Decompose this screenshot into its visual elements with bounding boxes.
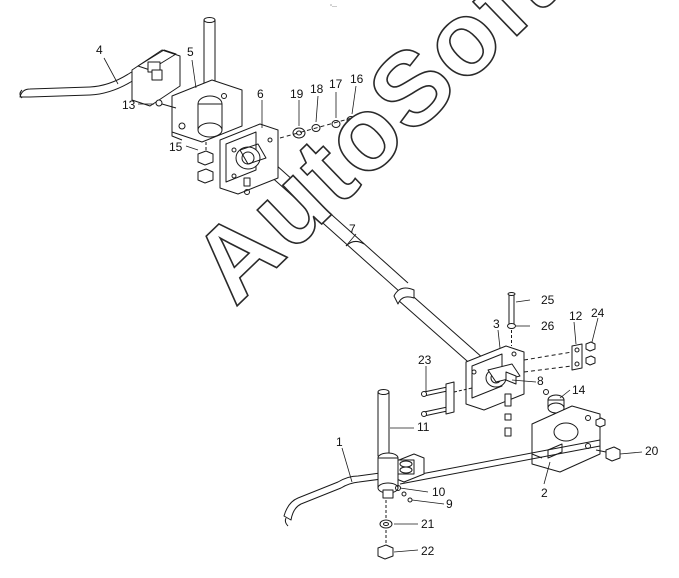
- callout-5: 5: [187, 45, 194, 59]
- lower-bracket-2: [531, 405, 606, 473]
- bolt-13: [155, 99, 177, 109]
- bushing-14: [543, 389, 565, 414]
- fork-8: [505, 371, 517, 385]
- bolt-20: [595, 446, 621, 462]
- callout-13: 13: [122, 98, 136, 112]
- callout-19: 19: [290, 87, 304, 101]
- washer-21: [379, 500, 393, 529]
- callout-15: 15: [169, 140, 183, 154]
- callout-1: 1: [336, 435, 343, 449]
- callout-14: 14: [572, 383, 586, 397]
- hardware-row-upper: [279, 111, 371, 139]
- callout-7: 7: [349, 222, 356, 236]
- callout-8: 8: [537, 374, 544, 388]
- callout-2: 2: [541, 486, 548, 500]
- nut-22: [377, 530, 394, 560]
- callout-24: 24: [591, 306, 605, 320]
- lower-hub: [377, 452, 413, 503]
- callout-22: 22: [421, 544, 435, 558]
- callout-21: 21: [421, 517, 435, 531]
- callout-26: 26: [541, 319, 555, 333]
- cross-shaft: [257, 155, 485, 369]
- callout-4: 4: [96, 43, 103, 57]
- corner-mark: °—: [330, 4, 337, 10]
- lower-pin: [377, 389, 390, 457]
- callout-17: 17: [329, 77, 343, 91]
- lower-clevis: [393, 453, 425, 483]
- callout-10: 10: [432, 485, 446, 499]
- bolt-25: [507, 292, 516, 346]
- upper-clevis: [131, 49, 181, 107]
- callout-11: 11: [417, 420, 430, 434]
- bolts-23: [421, 381, 473, 417]
- callout-18: 18: [310, 82, 324, 96]
- mid-bracket: [219, 123, 279, 195]
- callout-20: 20: [645, 444, 659, 458]
- upper-pin: [203, 17, 216, 85]
- callout-6: 6: [257, 87, 264, 101]
- callout-9: 9: [446, 497, 453, 511]
- nuts-15: [197, 142, 214, 184]
- lower-bracket: [465, 345, 525, 437]
- callout-16: 16: [350, 72, 364, 86]
- upper-bracket: [171, 79, 243, 143]
- link-plate-12: [523, 341, 596, 373]
- leader-lines: [103, 57, 643, 553]
- callout-23: 23: [418, 353, 432, 367]
- upper-lever: [19, 64, 149, 99]
- callout-12: 12: [569, 309, 583, 323]
- callout-25: 25: [541, 293, 555, 307]
- callout-3: 3: [493, 317, 500, 331]
